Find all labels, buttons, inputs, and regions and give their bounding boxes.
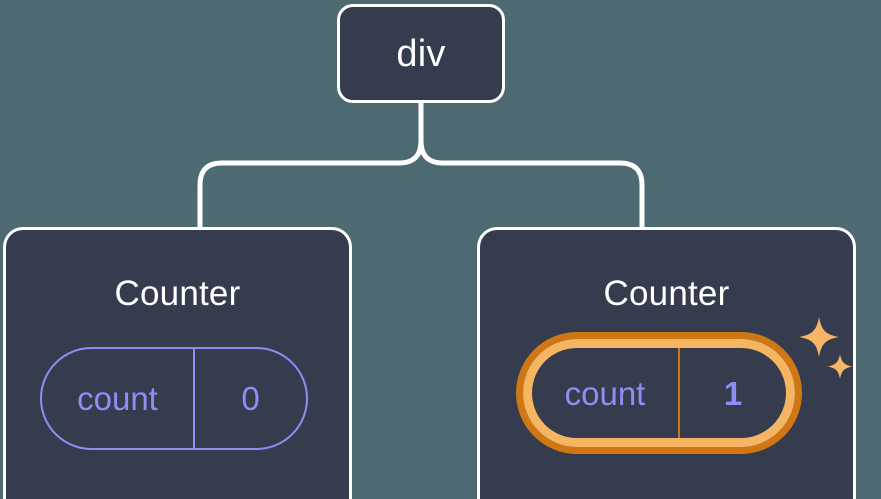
- sparkle-icon: [799, 317, 839, 357]
- state-value-left: 0: [241, 380, 260, 417]
- state-key-right: count: [532, 348, 680, 438]
- counter-title-right: Counter: [603, 274, 730, 313]
- node-root-div[interactable]: div: [337, 4, 505, 103]
- root-node-label: div: [396, 32, 446, 75]
- state-pill-body: count 1: [523, 339, 795, 447]
- counter-title-left: Counter: [114, 274, 241, 313]
- sparkle-group: [799, 317, 853, 379]
- state-value-right: 1: [723, 374, 743, 412]
- state-pill-body: count 0: [40, 347, 308, 450]
- state-pill-highlight-ring: count 1: [516, 332, 802, 454]
- state-pill-left[interactable]: count 0: [40, 347, 308, 450]
- state-pill-right-highlighted[interactable]: count 1: [516, 332, 802, 454]
- sparkle-icon-small: [827, 354, 853, 379]
- state-key-left: count: [42, 349, 195, 448]
